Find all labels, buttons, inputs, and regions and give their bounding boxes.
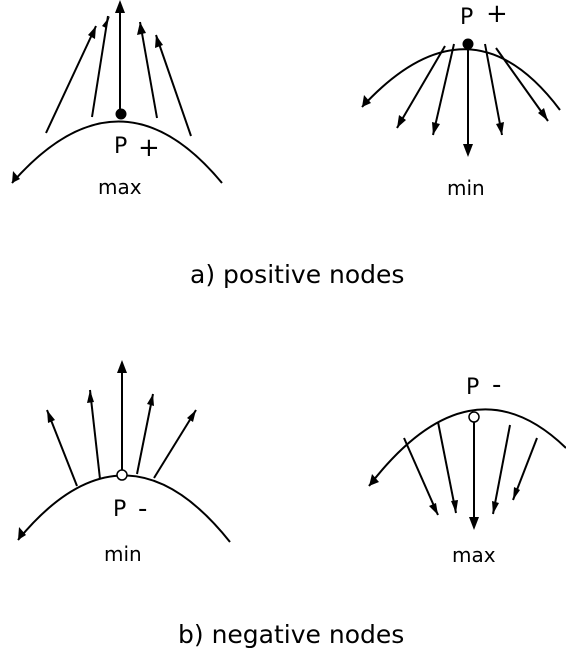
extremum-label: max <box>452 543 496 567</box>
inward-vectors <box>403 418 538 527</box>
sign-label: - <box>492 370 501 400</box>
node-point-negative <box>116 469 128 481</box>
panel-b-right <box>368 408 566 530</box>
point-label: P <box>114 134 127 159</box>
caption-positive-nodes: a) positive nodes <box>190 260 404 289</box>
outward-vectors <box>45 4 192 137</box>
sign-label: - <box>138 494 147 524</box>
point-label: P <box>113 497 126 522</box>
vector-arrowheads <box>429 487 520 530</box>
point-label: P <box>466 375 479 400</box>
arc-convex <box>11 120 223 184</box>
point-label: P <box>460 5 473 30</box>
extremum-label: min <box>447 176 485 200</box>
node-point-negative <box>468 411 480 423</box>
arc-end-arrowhead <box>18 527 26 540</box>
arc-concave <box>361 48 561 111</box>
panel-b-left <box>17 360 231 543</box>
sign-label: + <box>138 133 160 163</box>
outward-vectors <box>46 363 197 487</box>
node-point-positive <box>462 38 474 50</box>
arc-end-arrowhead <box>369 474 379 486</box>
panel-a-left <box>11 0 223 184</box>
sign-label: + <box>486 0 508 29</box>
arc-end-arrowhead <box>12 171 20 183</box>
node-point-positive <box>115 108 127 120</box>
caption-negative-nodes: b) negative nodes <box>178 620 404 649</box>
inward-vectors <box>396 43 549 153</box>
extremum-label: max <box>98 175 142 199</box>
vector-arrowheads <box>47 360 196 423</box>
vector-arrowheads <box>397 108 548 157</box>
panel-a-right <box>361 38 561 157</box>
extremum-label: min <box>104 542 142 566</box>
arc-end-arrowhead <box>362 95 371 107</box>
arc-concave <box>368 408 566 487</box>
vector-arrowheads <box>88 0 163 48</box>
